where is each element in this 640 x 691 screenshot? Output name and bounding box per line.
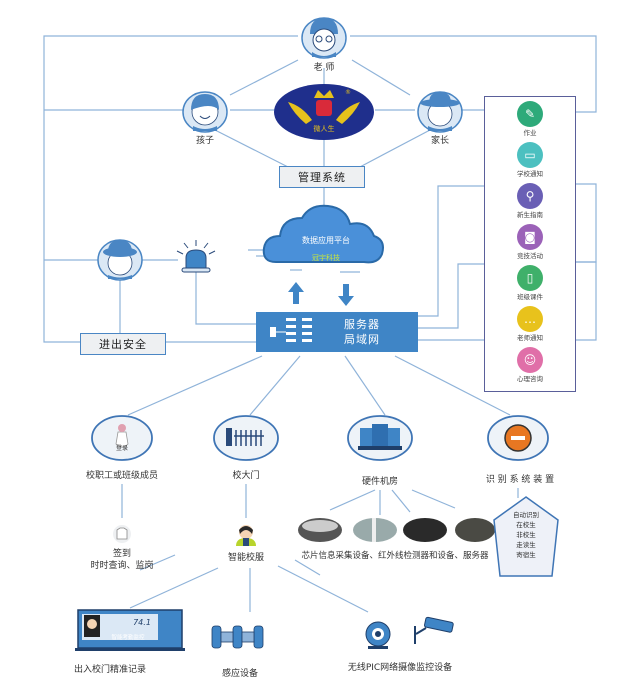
- pencil-icon: ✎: [517, 101, 543, 127]
- teacher-avatar: [301, 17, 347, 59]
- recognition-pentagon: [493, 496, 559, 577]
- security-guard-avatar: [97, 239, 143, 281]
- connector-child-mgmt: [214, 129, 291, 169]
- checkin-line1: 签到: [112, 549, 132, 559]
- entry-exit-security-label: 进出安全: [99, 338, 147, 351]
- weirensheng-logo: [274, 84, 374, 140]
- connector-teacher-parent: [351, 59, 411, 96]
- camera-label: 无线PIC网络摄像监控设备: [347, 663, 453, 673]
- logo-registered-mark: ®: [345, 89, 351, 96]
- recognition-label: 识 别 系 统 装 置: [485, 475, 555, 485]
- app-feature-panel: ✎ 作业 ▭ 学校通知 ⚲ 新生指南 ◙ 竞技活动 ▯ 班级课件 … 老师通知 …: [484, 96, 576, 392]
- connector-teacher-right: [350, 35, 597, 113]
- cctv-camera-icon: [414, 616, 454, 644]
- connector-parent-mgmt: [357, 129, 431, 169]
- smart-uniform-avatar: [236, 525, 256, 546]
- connector-alarm-server: [195, 272, 256, 325]
- recognition-list: 自动识别 在校生 非校生 走读生 寄宿生: [513, 511, 539, 559]
- checkin-line2: 时时查询、监岗: [90, 561, 154, 571]
- teacher-label: 老 师: [313, 63, 335, 73]
- magnifier-icon: ⚲: [517, 183, 543, 209]
- machine-room-label: 硬件机房: [361, 477, 399, 487]
- smart-uniform-label: 智能校服: [227, 553, 265, 563]
- smiley-icon: ☺: [517, 347, 543, 373]
- app-item-freshman-guide[interactable]: ⚲ 新生指南: [485, 183, 575, 219]
- hardware-photo-4: [455, 518, 495, 542]
- connector-uniform-camera: [277, 565, 369, 613]
- connector-panel-right-2: [574, 261, 597, 341]
- parent-label: 家长: [430, 136, 450, 146]
- download-arrow-icon: [338, 284, 354, 306]
- connector-server-room: [344, 355, 386, 416]
- child-label: 孩子: [195, 136, 215, 146]
- entry-exit-security-box[interactable]: 进出安全: [80, 333, 166, 355]
- connector-server-staff: [127, 355, 263, 416]
- connector-server-panel-1: [418, 185, 484, 317]
- sensor-label: 感应设备: [221, 669, 259, 679]
- gamepad-icon: ◙: [517, 224, 543, 250]
- parent-avatar: [417, 91, 463, 133]
- connector-teacher-child: [229, 59, 299, 96]
- connector-panel-right-1: [574, 183, 597, 263]
- cloud-subtitle: 冠宇科技: [312, 254, 340, 262]
- management-system-label: 管理系统: [298, 171, 346, 184]
- app-item-courseware[interactable]: ▯ 班级课件: [485, 265, 575, 301]
- upload-arrow-icon: [288, 282, 304, 304]
- connector-server-recog: [394, 355, 511, 416]
- record-label: 出入校门精准记录: [73, 665, 147, 675]
- message-icon: …: [517, 306, 543, 332]
- document-icon: ▯: [517, 265, 543, 291]
- monitor-temp-reading: 74.1: [133, 618, 151, 627]
- staff-label: 校职工或班级成员: [85, 471, 159, 481]
- monitor-screen-text: 智能考勤监控: [111, 635, 145, 641]
- app-item-homework[interactable]: ✎ 作业: [485, 101, 575, 137]
- app-item-school-notice[interactable]: ▭ 学校通知: [485, 142, 575, 178]
- attendance-monitor-icon: [75, 609, 185, 651]
- server-label-line1: 服务器: [344, 318, 380, 331]
- sensor-gates-icon: [211, 625, 264, 649]
- cloud-title: 数据应用平台: [302, 236, 350, 245]
- child-avatar: [182, 91, 228, 133]
- recognition-device-icon: [487, 415, 549, 461]
- checkin-shirt-icon: [113, 525, 131, 543]
- server-lan-box: [256, 312, 418, 352]
- connector-server-panel-2: [418, 263, 484, 329]
- alarm-siren-icon: [176, 240, 216, 273]
- connector-server-gate: [249, 355, 301, 416]
- staff-login-text: 登录: [115, 445, 129, 452]
- machine-room-icon: [347, 415, 413, 461]
- hardware-photo-3: [403, 518, 447, 542]
- cloud-platform: [262, 204, 384, 264]
- screen-icon: ▭: [517, 142, 543, 168]
- app-item-teacher-notice[interactable]: … 老师通知: [485, 306, 575, 342]
- app-item-competition[interactable]: ◙ 竞技活动: [485, 224, 575, 260]
- school-gate-icon: [213, 415, 279, 461]
- management-system-box[interactable]: 管理系统: [279, 166, 365, 188]
- connector-teacher-left: [43, 35, 298, 343]
- webcam-icon: [365, 621, 391, 649]
- gate-label: 校大门: [232, 471, 260, 481]
- hardware-caption: 芯片信息采集设备、红外线检测器和设备、服务器: [301, 551, 489, 561]
- server-label-line2: 局域网: [344, 333, 380, 346]
- staff-node-icon: [91, 415, 153, 461]
- hardware-photos: [298, 518, 495, 542]
- app-item-counseling[interactable]: ☺ 心理咨询: [485, 347, 575, 383]
- logo-text: 微人生: [313, 125, 335, 133]
- connector-uniform-record: [129, 567, 219, 609]
